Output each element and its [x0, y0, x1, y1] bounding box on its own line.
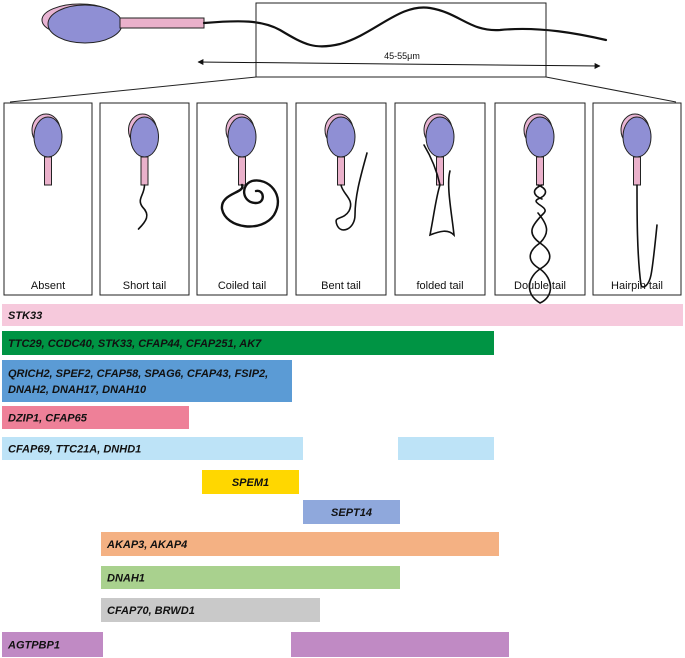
- gene-bar-segment: [2, 437, 303, 460]
- phenotype-label: Hairpin tail: [611, 280, 663, 292]
- midpiece: [119, 17, 205, 29]
- zoom-line-left: [9, 76, 257, 103]
- gene-bar-3: QRICH2, SPEF2, CFAP58, SPAG6, CFAP43, FS…: [2, 360, 292, 402]
- phenotype-panel-short-tail: Short tail: [99, 102, 190, 296]
- length-arrow: [197, 59, 601, 69]
- gene-bar-4: DZIP1, CFAP65: [2, 406, 189, 429]
- gene-bar-segment: [2, 304, 683, 326]
- phenotype-panel-hairpin-tail: Hairpin tail: [592, 102, 682, 296]
- midpiece: [238, 156, 246, 186]
- gene-bar-segment: [2, 406, 189, 429]
- gene-label: SEPT14: [331, 507, 372, 519]
- gene-bar-segment: [2, 632, 103, 657]
- gene-bar-10: CFAP70, BRWD1: [101, 598, 320, 622]
- sperm-tail: [528, 184, 552, 304]
- gene-bar-segment: [2, 360, 292, 402]
- phenotype-panel-folded-tail: folded tail: [394, 102, 486, 296]
- gene-bar-8: AKAP3, AKAP4: [101, 532, 499, 556]
- sperm-head: [47, 4, 123, 44]
- midpiece: [44, 156, 52, 186]
- zoom-box: [255, 2, 547, 78]
- midpiece: [337, 156, 345, 186]
- gene-bar-1: STK33: [2, 304, 683, 326]
- sperm-tail: [202, 6, 608, 48]
- gene-label: AKAP3, AKAP4: [106, 539, 187, 551]
- sperm-head: [525, 116, 555, 158]
- gene-bar-7: SEPT14: [303, 500, 400, 524]
- zoom-line-right: [545, 76, 677, 103]
- midpiece: [633, 156, 641, 186]
- sperm-tail: [335, 152, 368, 231]
- gene-bar-segment: [101, 598, 320, 622]
- gene-bar-segment: [101, 566, 400, 589]
- gene-bar-segment: [2, 331, 494, 355]
- sperm-head: [326, 116, 356, 158]
- gene-bar-9: DNAH1: [101, 566, 400, 589]
- gene-bar-segment: [101, 532, 499, 556]
- midpiece: [140, 156, 149, 186]
- gene-label-line2: DNAH2, DNAH17, DNAH10: [8, 384, 147, 396]
- sperm-head: [425, 116, 455, 158]
- phenotype-label: Double tail: [514, 280, 566, 292]
- gene-label: SPEM1: [232, 477, 269, 489]
- sperm-head: [227, 116, 257, 158]
- phenotype-label: Absent: [31, 280, 65, 292]
- gene-bar-5: CFAP69, TTC21A, DNHD1: [2, 437, 494, 460]
- sperm-tail: [636, 184, 658, 288]
- gene-label: TTC29, CCDC40, STK33, CFAP44, CFAP251, A…: [8, 338, 262, 350]
- gene-bar-segment: [291, 632, 509, 657]
- phenotype-panel-absent: Absent: [3, 102, 93, 296]
- phenotype-panel-coiled-tail: Coiled tail: [196, 102, 288, 296]
- full-sperm-illustration: 45-55μm: [9, 2, 677, 103]
- sperm-tail: [423, 144, 456, 238]
- gene-bar-2: TTC29, CCDC40, STK33, CFAP44, CFAP251, A…: [2, 331, 494, 355]
- phenotype-label: Bent tail: [321, 280, 361, 292]
- gene-label: STK33: [8, 310, 42, 322]
- phenotype-panel-double-tail: Double tail: [494, 102, 586, 304]
- sperm-head: [622, 116, 652, 158]
- sperm-tail: [220, 179, 280, 228]
- gene-label: CFAP69, TTC21A, DNHD1: [8, 444, 141, 456]
- gene-label: AGTPBP1: [7, 640, 60, 652]
- panel-frame: [196, 102, 288, 296]
- phenotype-panels: Absent Short tail Coiled tail Bent tail fold…: [3, 102, 682, 304]
- length-label: 45-55μm: [384, 51, 420, 61]
- sperm-tail: [137, 184, 148, 230]
- midpiece: [536, 156, 544, 186]
- gene-label: CFAP70, BRWD1: [107, 605, 195, 617]
- sperm-head: [33, 116, 63, 158]
- gene-label: DZIP1, CFAP65: [8, 413, 88, 425]
- gene-label: DNAH1: [107, 573, 145, 585]
- gene-label: QRICH2, SPEF2, CFAP58, SPAG6, CFAP43, FS…: [8, 368, 268, 380]
- phenotype-panel-bent-tail: Bent tail: [295, 102, 387, 296]
- gene-bar-segment: [398, 437, 494, 460]
- midpiece: [436, 156, 444, 186]
- phenotype-label: Short tail: [123, 280, 166, 292]
- gene-bar-segment: [202, 470, 299, 494]
- phenotype-label: Coiled tail: [218, 280, 266, 292]
- gene-bar-6: SPEM1: [202, 470, 299, 494]
- sperm-head: [130, 116, 159, 158]
- phenotype-label: folded tail: [416, 280, 463, 292]
- gene-bar-segment: [303, 500, 400, 524]
- gene-bar-11: AGTPBP1: [2, 632, 509, 657]
